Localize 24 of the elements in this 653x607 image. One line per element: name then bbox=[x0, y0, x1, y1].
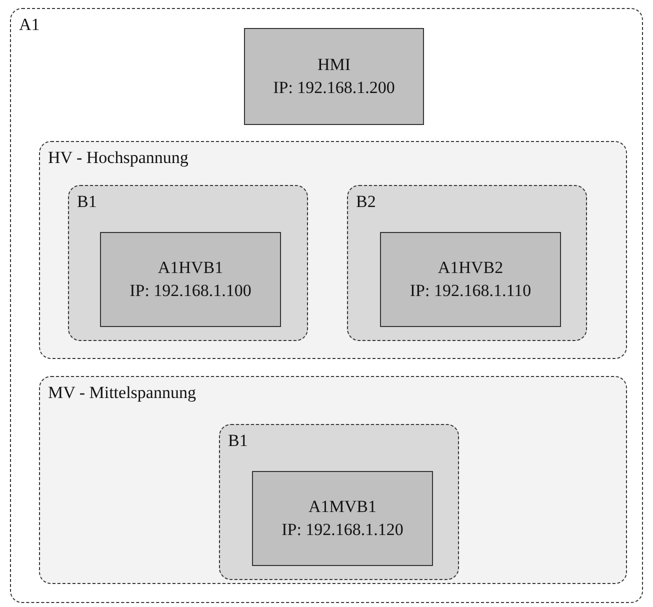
ip-address: IP: 192.168.1.100 bbox=[130, 280, 252, 301]
device-box bbox=[380, 232, 561, 327]
ip-address: IP: 192.168.1.110 bbox=[410, 280, 532, 301]
group-label: HV - Hochspannung bbox=[48, 148, 188, 168]
device-box bbox=[100, 232, 281, 327]
group-label: B1 bbox=[228, 431, 248, 451]
group-container bbox=[39, 141, 627, 359]
group-container bbox=[68, 185, 308, 341]
ip-address: IP: 192.168.1.120 bbox=[282, 520, 404, 540]
group-container bbox=[10, 8, 643, 603]
group-container bbox=[39, 376, 627, 584]
device-name: HMI bbox=[317, 55, 351, 76]
group-label: A1 bbox=[19, 15, 40, 35]
group-label: MV - Mittelspannung bbox=[48, 383, 196, 403]
device-name: A1HVB1 bbox=[158, 258, 224, 278]
device-name: A1MVB1 bbox=[308, 497, 376, 518]
ip-address: IP: 192.168.1.200 bbox=[273, 78, 395, 98]
device-box bbox=[252, 471, 433, 566]
device-box bbox=[244, 28, 424, 125]
group-container bbox=[219, 424, 459, 580]
group-container bbox=[347, 185, 587, 341]
device-name: A1HVB2 bbox=[438, 258, 504, 278]
group-label: B1 bbox=[77, 192, 97, 212]
group-label: B2 bbox=[356, 192, 376, 212]
